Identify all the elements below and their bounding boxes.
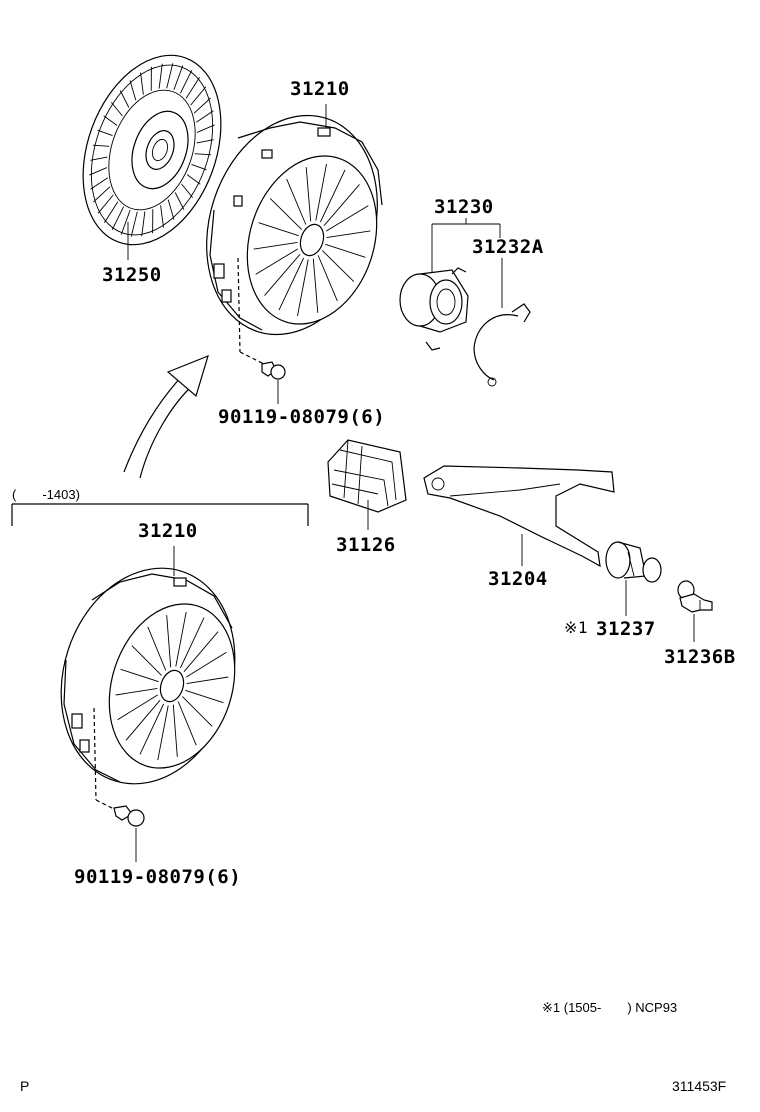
part-number-clip[interactable]: 31232A xyxy=(472,236,544,258)
bolt-top-drawing xyxy=(261,361,286,380)
part-number-support[interactable]: 31237 xyxy=(596,618,656,640)
clutch-disc-drawing xyxy=(82,54,222,246)
assembly-arrow xyxy=(123,354,209,479)
part-number-bolt-top[interactable]: 90119-08079(6) xyxy=(218,406,386,428)
part-number-cover-bottom[interactable]: 31210 xyxy=(138,520,198,542)
support-note-mark: ※1 xyxy=(564,618,589,637)
release-fork-drawing xyxy=(423,465,615,568)
bolt-top-dash-2 xyxy=(239,351,269,367)
release-fork-boot-drawing xyxy=(327,439,407,513)
part-number-boot[interactable]: 31126 xyxy=(336,534,396,556)
range-note: ( -1403) xyxy=(12,487,80,502)
figure-id: 311453F xyxy=(672,1078,727,1094)
clutch-cover-bottom-drawing xyxy=(60,567,236,785)
fork-support-drawing xyxy=(605,541,662,583)
footnote: ※1 (1505- ) NCP93 xyxy=(542,1000,678,1015)
part-number-bolt-bottom[interactable]: 90119-08079(6) xyxy=(74,866,242,888)
clutch-cover-top-drawing xyxy=(206,114,383,336)
bracket-31230 xyxy=(431,218,501,272)
bolt-bottom-drawing xyxy=(113,805,145,827)
retaining-clip-drawing xyxy=(473,303,531,387)
page-code: P xyxy=(20,1078,30,1094)
fork-bolt-drawing xyxy=(677,580,713,613)
part-number-cover-top[interactable]: 31210 xyxy=(290,78,350,100)
part-number-fork-bolt[interactable]: 31236B xyxy=(664,646,736,668)
release-bearing-drawing xyxy=(399,267,469,351)
part-number-bearing[interactable]: 31230 xyxy=(434,196,494,218)
part-number-fork[interactable]: 31204 xyxy=(488,568,548,590)
bolt-bottom-dash xyxy=(93,707,97,801)
range-bracket xyxy=(11,503,309,526)
part-number-disc[interactable]: 31250 xyxy=(102,264,162,286)
bolt-top-dash xyxy=(237,257,241,353)
